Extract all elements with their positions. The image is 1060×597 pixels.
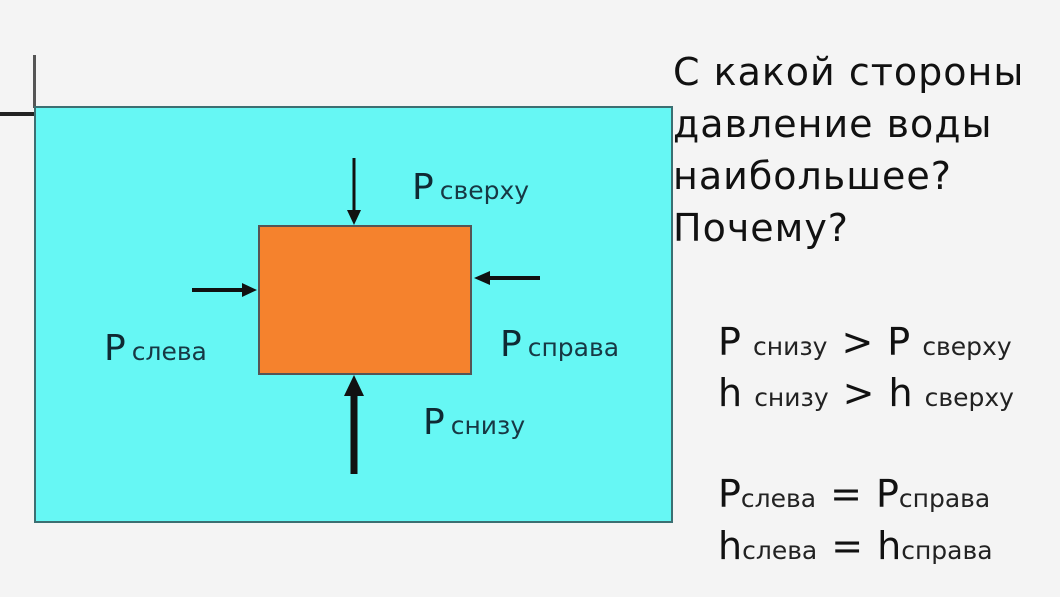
submerged-body <box>258 225 472 375</box>
question-text: С какой стороны давление воды наибольшее… <box>673 50 1025 250</box>
relation-pressure-horizontal: Pслева=Pсправа <box>718 472 991 516</box>
water-level-mark <box>0 112 36 116</box>
arrow-bottom-icon <box>344 375 364 474</box>
arrow-top-icon <box>347 158 361 225</box>
vessel-left-wall <box>33 55 36 108</box>
relation-depth-vertical: h снизу>h сверху <box>718 371 1014 415</box>
relation-depth-horizontal: hслева=hсправа <box>718 524 993 568</box>
relation-pressure-vertical: P снизу>P сверху <box>718 320 1012 364</box>
arrow-right-icon <box>474 271 540 285</box>
arrow-left-icon <box>192 283 257 297</box>
